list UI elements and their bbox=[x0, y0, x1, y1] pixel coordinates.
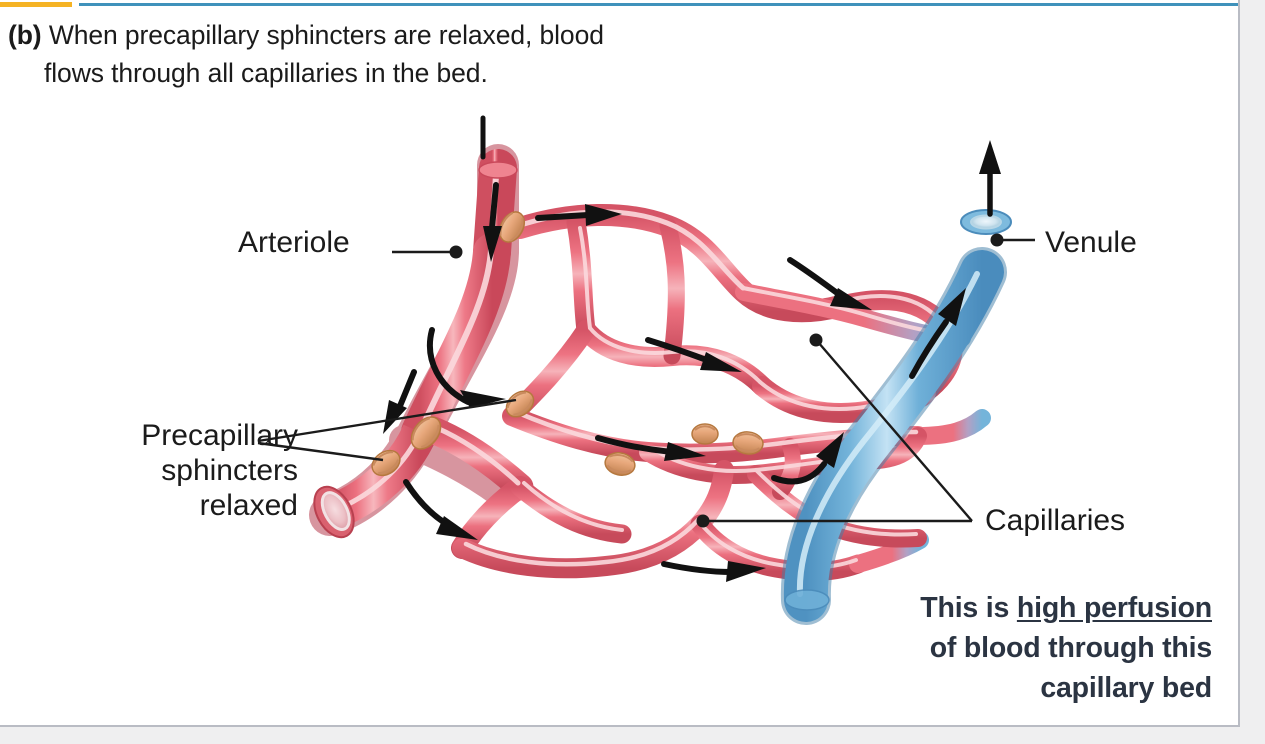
arrow-outflow-top bbox=[979, 140, 1001, 217]
label-precapillary-sphincters: Precapillary sphincters relaxed bbox=[48, 418, 298, 523]
arrow-mid-row bbox=[595, 435, 706, 461]
leader-dot-venule bbox=[990, 233, 1004, 247]
arrow-arteriole-down-2 bbox=[383, 369, 417, 434]
arrow-arteriole-down-1 bbox=[483, 182, 502, 262]
arrow-bottom-row bbox=[661, 561, 766, 582]
venule-cut-end-lumen bbox=[970, 214, 1002, 230]
leader-dot-arteriole bbox=[449, 245, 463, 259]
accent-rule-blue bbox=[79, 3, 1238, 6]
leader-dot-capillary-2 bbox=[696, 514, 710, 528]
sphincter-1 bbox=[498, 211, 526, 243]
precapillary-sphincters bbox=[371, 211, 764, 477]
capillary-lower-main bbox=[452, 460, 734, 579]
accent-rule-orange bbox=[0, 2, 72, 7]
precap-line-2: sphincters bbox=[161, 454, 298, 487]
arrow-mid-bridge bbox=[645, 337, 742, 372]
capillary-mid-arc-a bbox=[639, 427, 927, 485]
conclusion-line-1: This is high perfusion bbox=[780, 588, 1212, 628]
leader-precap-2 bbox=[257, 441, 384, 462]
arrow-upper-cap-right bbox=[535, 204, 622, 226]
label-arteriole: Arteriole bbox=[238, 226, 350, 259]
venule-highlight bbox=[796, 271, 980, 597]
arteriole-cut-end bbox=[313, 485, 355, 539]
page-bottom-gutter bbox=[0, 727, 1265, 744]
conclusion-line-2: of blood through this bbox=[929, 632, 1213, 664]
leader-precap-1 bbox=[257, 398, 517, 443]
sphincter-7 bbox=[691, 423, 719, 445]
precap-line-3: relaxed bbox=[199, 489, 298, 522]
leader-dot-capillary-1 bbox=[809, 333, 823, 347]
arrow-into-venule bbox=[771, 432, 844, 485]
sphincter-5 bbox=[604, 452, 636, 476]
arteriole-top-end bbox=[478, 161, 518, 179]
capillary-mid-to-venule bbox=[909, 409, 991, 445]
capillary-connector-a bbox=[659, 217, 685, 365]
arrow-venule-up bbox=[909, 288, 966, 379]
blood-flow-arrows bbox=[383, 115, 1001, 582]
conclusion-prefix: This is bbox=[920, 592, 1017, 624]
sphincter-6 bbox=[732, 431, 764, 455]
leader-capillaries-1 bbox=[817, 341, 973, 522]
conclusion-highlight: high perfusion bbox=[1016, 592, 1212, 624]
conclusion-line-3: capillary bed bbox=[1040, 672, 1212, 704]
panel-border-right bbox=[1238, 0, 1240, 727]
label-capillaries: Capillaries bbox=[985, 504, 1126, 537]
panel-border-bottom bbox=[0, 725, 1240, 727]
precap-line-1: Precapillary bbox=[141, 419, 298, 452]
arrow-lower-left bbox=[403, 479, 478, 540]
sphincter-4 bbox=[371, 449, 401, 477]
capillary-connector-b bbox=[772, 438, 801, 500]
capillary-lower-arc-left bbox=[510, 477, 632, 544]
caption-line-1: When precapillary sphincters are relaxed… bbox=[48, 20, 604, 50]
sphincter-2 bbox=[410, 416, 442, 450]
figure-part-label: (b) bbox=[8, 20, 42, 50]
page-right-gutter bbox=[1240, 0, 1265, 744]
figure-caption: (b) When precapillary sphincters are rel… bbox=[8, 16, 888, 92]
caption-line-2: flows through all capillaries in the bed… bbox=[44, 58, 488, 88]
sphincter-3 bbox=[505, 390, 535, 418]
label-venule: Venule bbox=[1045, 226, 1137, 259]
arrow-upper-right bbox=[787, 257, 872, 310]
leader-lines bbox=[257, 233, 1035, 528]
venule-body bbox=[783, 250, 1004, 622]
arrow-branch-lower bbox=[426, 327, 506, 408]
venule-bottom-end bbox=[784, 589, 830, 611]
venule bbox=[780, 209, 1012, 625]
conclusion-text: This is high perfusion of blood through … bbox=[780, 588, 1212, 708]
